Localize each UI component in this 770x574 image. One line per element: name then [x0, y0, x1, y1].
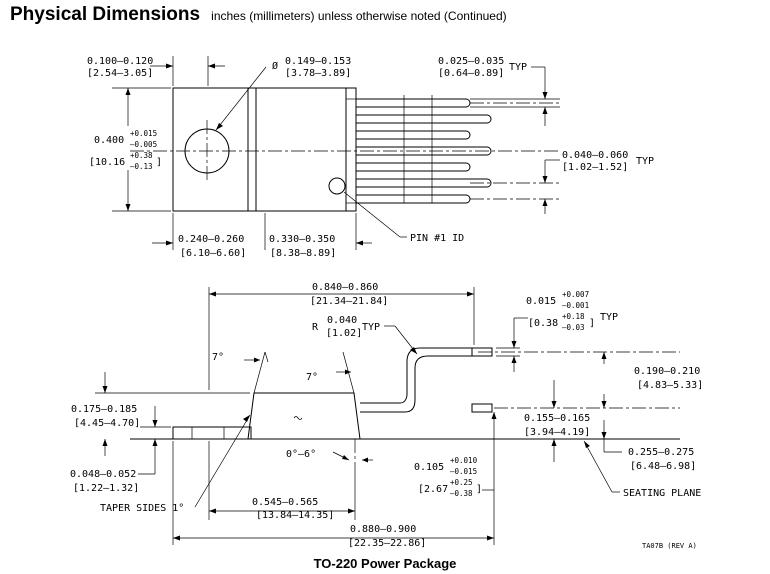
lead-thick-mm-close: ]	[589, 318, 595, 329]
lead-thick-tol-minus: –0.001	[562, 301, 589, 310]
overall-len-in: 0.880–0.900	[350, 524, 416, 535]
standoff-tol-minus: –0.015	[450, 467, 477, 476]
lead-thick-tol-plus: +0.007	[562, 290, 589, 299]
dim-b-in: 0.330–0.350	[269, 234, 335, 245]
lead-height-in: 0.190–0.210	[634, 366, 700, 377]
lead-thick-mm-plus: +0.18	[562, 312, 585, 321]
lead-offset-in: 0.155–0.165	[524, 413, 590, 424]
side-view: 0.840–0.860 [21.34–21.84] R 0.040 [1.02]…	[70, 282, 703, 550]
hole-dia-mm: [3.78–3.89]	[285, 68, 351, 79]
body-height-mm-minus: –0.13	[130, 162, 153, 171]
body-len-mm: [13.84–14.35]	[256, 510, 334, 521]
lead-pitch-typ: TYP	[636, 156, 654, 167]
lead-thick-mm-minus: –0.03	[562, 323, 585, 332]
dim-a-in: 0.240–0.260	[178, 234, 244, 245]
body-thick-in: 0.175–0.185	[71, 404, 137, 415]
lead-offset-mm: [3.94–4.19]	[524, 427, 590, 438]
overall-len-mm: [22.35–22.86]	[348, 538, 426, 549]
body-height-tol-minus: –0.005	[130, 140, 157, 149]
top-view: 0.100–0.120 [2.54–3.05] Ø 0.149–0.153 [3…	[87, 56, 654, 259]
seat-height-in: 0.255–0.275	[628, 447, 694, 458]
standoff-mm-minus: –0.38	[450, 489, 473, 498]
page-title: Physical Dimensions	[10, 4, 201, 25]
overall-lead-mm: [21.34–21.84]	[310, 296, 388, 307]
bend-radius-typ: TYP	[362, 322, 380, 333]
lead-outlines	[354, 95, 492, 204]
body-len-in: 0.545–0.565	[252, 497, 318, 508]
standoff-in: 0.105	[414, 462, 444, 473]
pin1-label: PIN #1 ID	[410, 233, 464, 244]
bend-radius-in: 0.040	[327, 315, 357, 326]
lead-thick-in: 0.015	[526, 296, 556, 307]
dim-a-mm: [6.10–6.60]	[180, 248, 246, 259]
lead-pitch-in: 0.040–0.060	[562, 150, 628, 161]
lead-height-mm: [4.83–5.33]	[637, 380, 703, 391]
standoff-mm-plus: +0.25	[450, 478, 473, 487]
package-body-side	[247, 392, 361, 440]
overall-lead-in: 0.840–0.860	[312, 282, 378, 293]
page-subtitle: inches (millimeters) unless otherwise no…	[211, 9, 507, 23]
lead-thickness-in: 0.025–0.035	[438, 56, 504, 67]
angle-right: 7°	[306, 372, 318, 383]
pin1-marker	[328, 177, 346, 195]
lead-profile	[360, 347, 473, 413]
standoff-tol-plus: +0.010	[450, 456, 478, 465]
lead-thickness-typ: TYP	[509, 62, 527, 73]
flange-width-in: 0.100–0.120	[87, 56, 153, 67]
seat-height-mm: [6.48–6.98]	[630, 461, 696, 472]
body-height-tol-plus: +0.015	[130, 129, 157, 138]
angle-range: 0°–6°	[286, 449, 316, 460]
package-body-top	[172, 87, 357, 212]
seating-plane-label: SEATING PLANE	[623, 488, 701, 499]
lead-pitch-mm: [1.02–1.52]	[562, 162, 628, 173]
lead-thick-mm: [0.38	[528, 318, 558, 329]
body-height-mm-plus: +0.38	[130, 151, 153, 160]
lead-thickness-mm: [0.64–0.89]	[438, 68, 504, 79]
bend-radius-mm: [1.02]	[326, 328, 362, 339]
page-header: Physical Dimensions inches (millimeters)…	[10, 4, 507, 26]
lead-thick-typ: TYP	[600, 312, 618, 323]
drawing-ref: TA07B (REV A)	[642, 542, 697, 550]
body-height-mm: [10.16	[89, 157, 125, 168]
tab-thick-mm: [1.22–1.32]	[73, 483, 139, 494]
taper-label: TAPER SIDES 1°	[100, 503, 184, 514]
standoff-mm: [2.67	[418, 484, 448, 495]
hole-dia-in: 0.149–0.153	[285, 56, 351, 67]
body-height-mm-close: ]	[156, 157, 162, 168]
hole-dia-symbol: Ø	[272, 60, 278, 72]
body-height-in: 0.400	[94, 135, 124, 146]
bend-radius-prefix: R	[312, 322, 319, 333]
tab-thick-in: 0.048–0.052	[70, 469, 136, 480]
standoff-mm-close: ]	[476, 484, 482, 495]
angle-left: 7°	[212, 352, 224, 363]
figure-caption: TO-220 Power Package	[313, 556, 457, 571]
body-thick-mm: [4.45–4.70]	[74, 418, 140, 429]
dim-b-mm: [8.38–8.89]	[270, 248, 336, 259]
flange-width-mm: [2.54–3.05]	[87, 68, 153, 79]
